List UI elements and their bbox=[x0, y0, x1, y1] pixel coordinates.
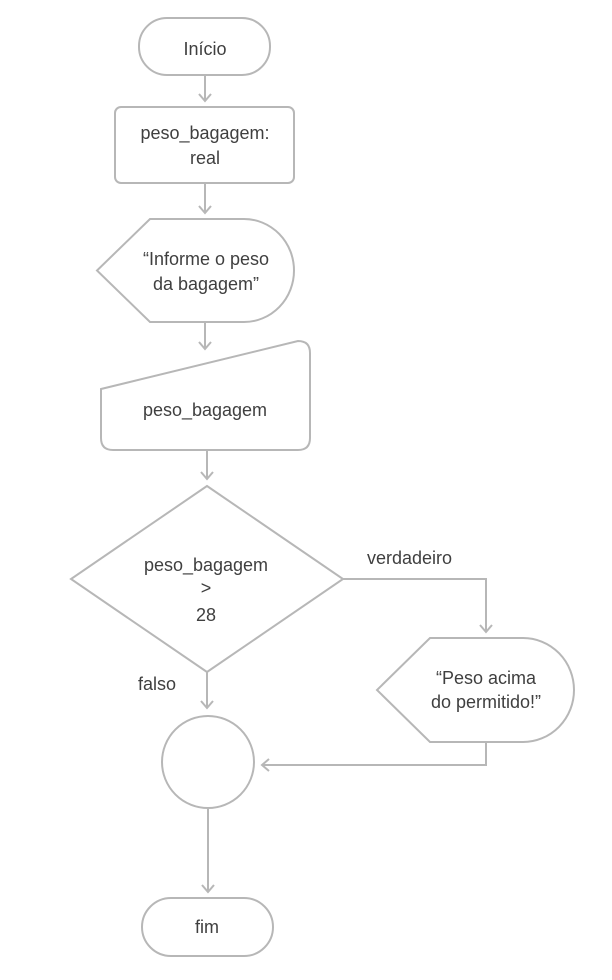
edge-input-decision bbox=[200, 451, 214, 481]
false-branch-label: falso bbox=[138, 674, 176, 694]
input-node: peso_bagagem bbox=[100, 339, 311, 451]
input-label: peso_bagagem bbox=[143, 400, 267, 421]
end-node: fim bbox=[141, 897, 274, 957]
edge-prompt-input bbox=[198, 323, 212, 351]
output-line-2: do permitido!” bbox=[431, 692, 541, 712]
edge-start-declare bbox=[198, 76, 212, 103]
declare-node: peso_bagagem: real bbox=[114, 106, 295, 184]
declare-line-1: peso_bagagem: bbox=[140, 123, 269, 144]
start-node: Início bbox=[138, 17, 271, 76]
declare-line-2: real bbox=[190, 148, 220, 168]
edge-decision-true: verdadeiro bbox=[343, 548, 493, 634]
edge-output-connector bbox=[260, 743, 487, 772]
edge-decision-false: falso bbox=[138, 672, 214, 710]
output-line-1: “Peso acima bbox=[436, 668, 537, 688]
decision-line-2: > bbox=[201, 578, 212, 598]
start-label: Início bbox=[183, 39, 226, 59]
true-branch-label: verdadeiro bbox=[367, 548, 452, 568]
connector-node bbox=[161, 715, 255, 809]
decision-node: peso_bagagem > 28 bbox=[69, 484, 345, 674]
decision-line-3: 28 bbox=[196, 605, 216, 625]
output-display-node: “Peso acima do permitido!” bbox=[375, 637, 575, 743]
decision-line-1: peso_bagagem bbox=[144, 555, 268, 576]
edge-declare-prompt bbox=[198, 184, 212, 215]
prompt-display-node: “Informe o peso da bagagem” bbox=[95, 218, 295, 323]
edge-connector-end bbox=[201, 809, 215, 894]
prompt-line-1: “Informe o peso bbox=[143, 249, 269, 269]
prompt-line-2: da bagagem” bbox=[153, 274, 259, 294]
end-label: fim bbox=[195, 917, 219, 937]
